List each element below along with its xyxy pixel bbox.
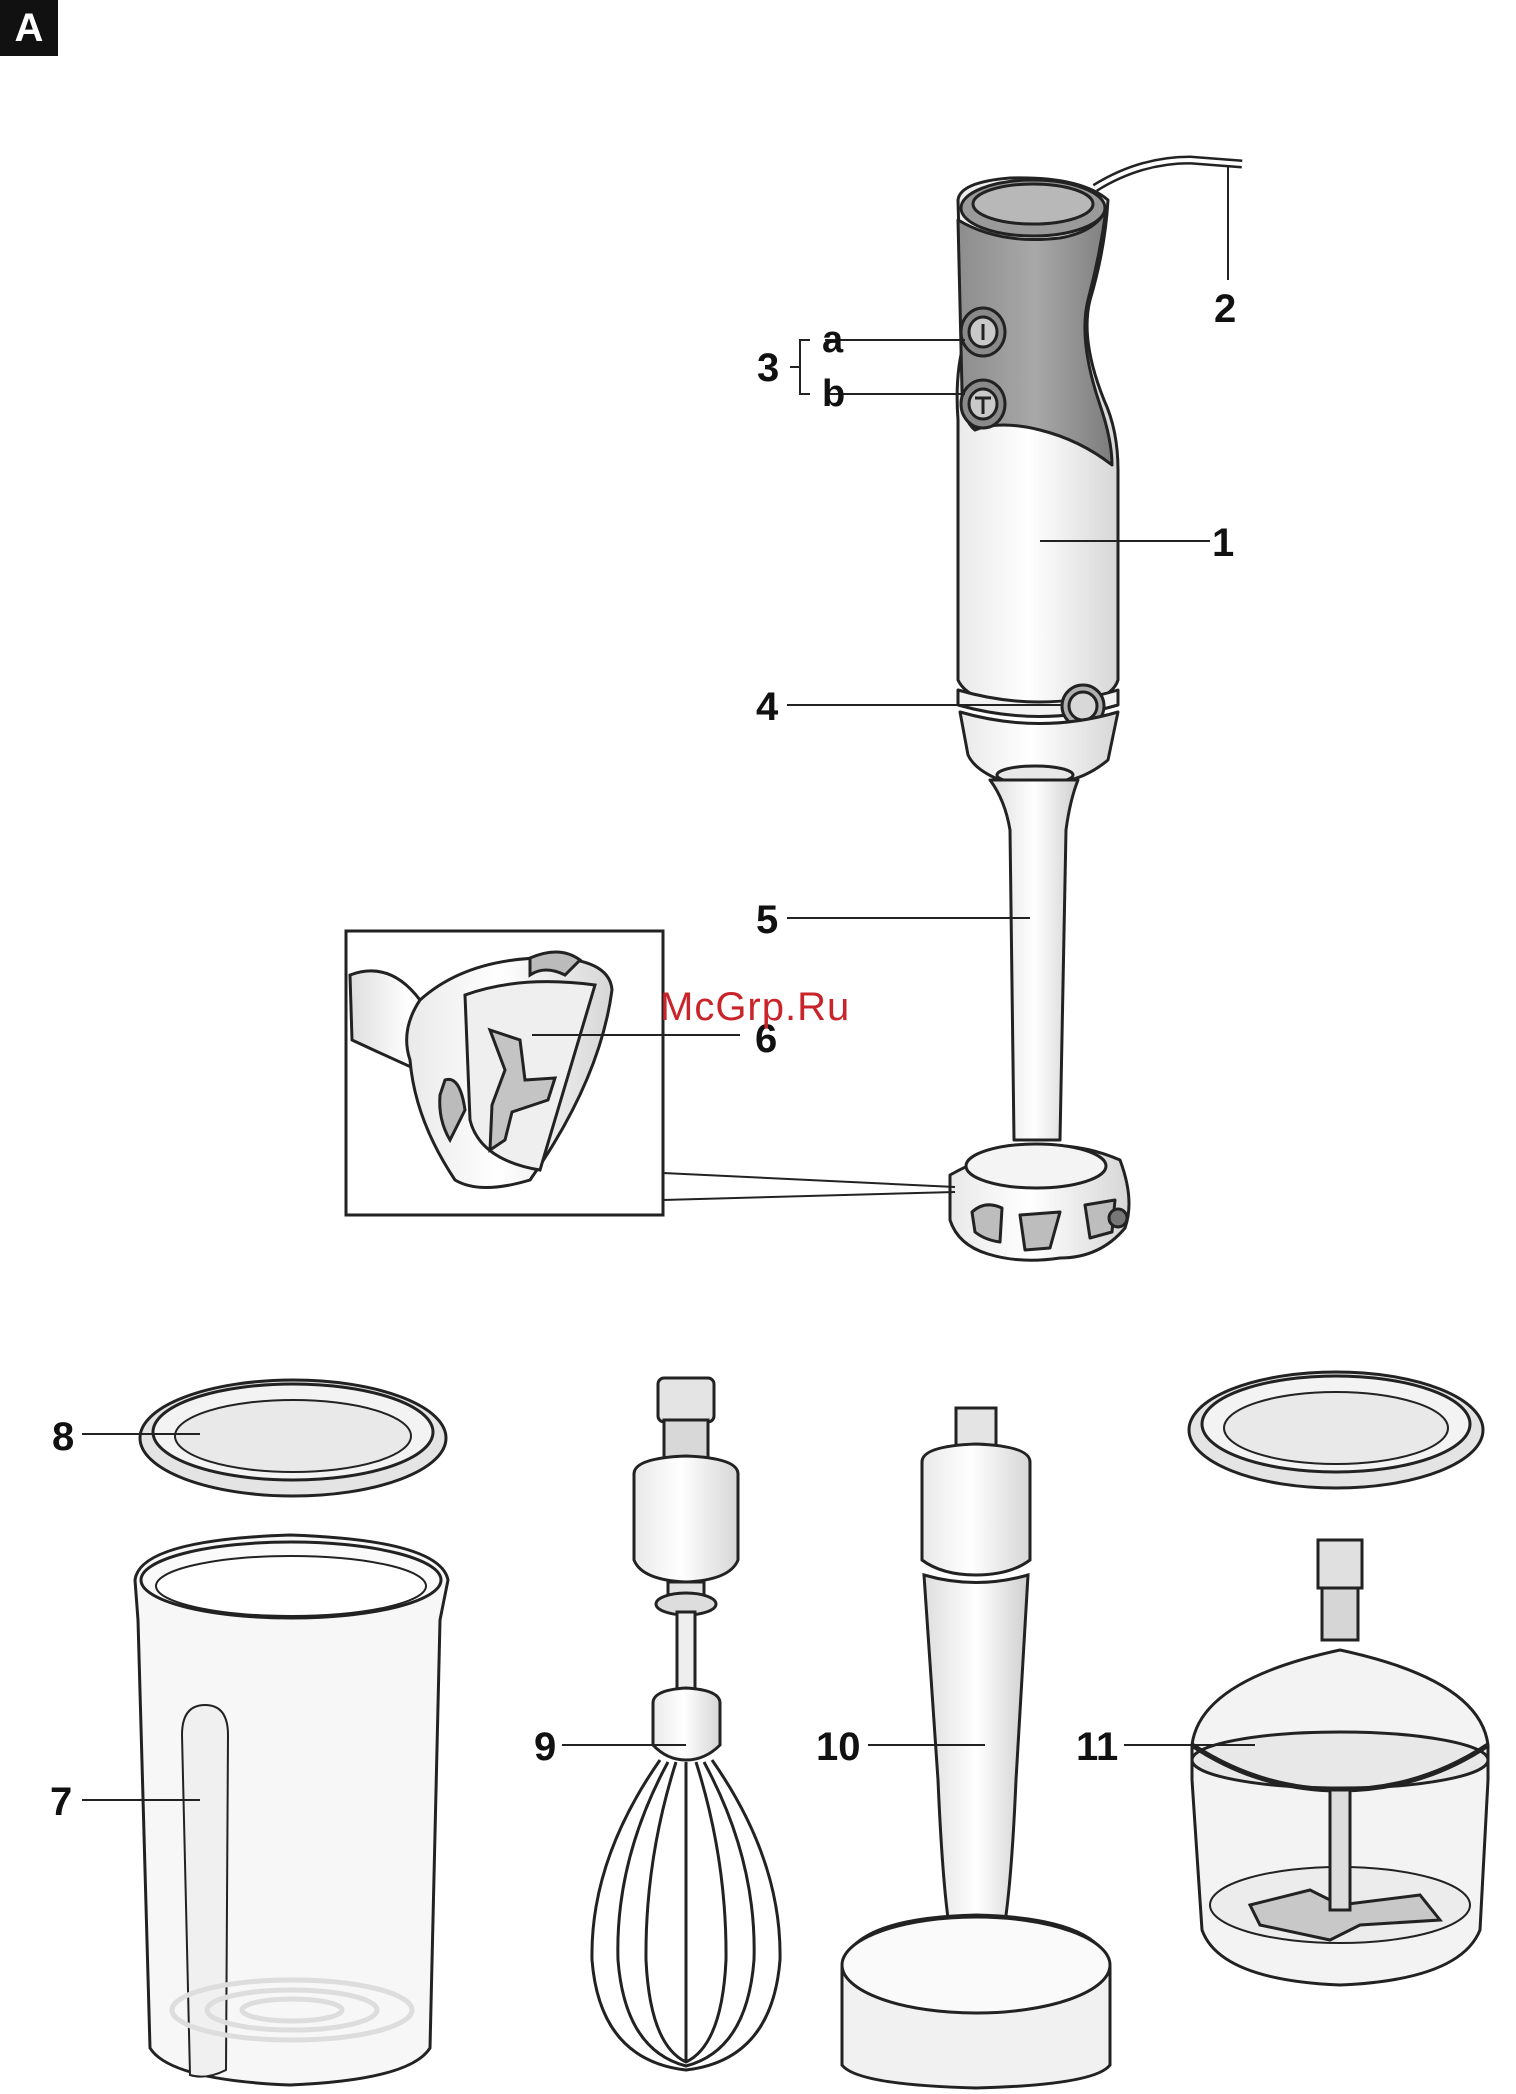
label-3a: a bbox=[822, 319, 844, 361]
potato-masher-attachment bbox=[842, 1408, 1110, 2088]
bracket-3 bbox=[790, 340, 810, 394]
watermark: McGrp.Ru bbox=[660, 985, 850, 1030]
label-9: 9 bbox=[534, 1725, 556, 1769]
label-10: 10 bbox=[816, 1725, 861, 1769]
label-1: 1 bbox=[1212, 521, 1234, 565]
whisk-attachment bbox=[592, 1378, 780, 2070]
label-7: 7 bbox=[50, 1780, 72, 1824]
measuring-beaker-lid bbox=[140, 1380, 446, 1496]
whisk-wires bbox=[592, 1760, 780, 2070]
chopper-bowl bbox=[1192, 1540, 1488, 1985]
label-11: 11 bbox=[1076, 1725, 1118, 1769]
blade-detail-inset bbox=[346, 931, 955, 1215]
chopper-lid bbox=[1189, 1372, 1483, 1488]
hand-blender bbox=[950, 160, 1242, 1260]
label-4: 4 bbox=[756, 685, 779, 729]
label-3: 3 bbox=[757, 346, 779, 390]
label-8: 8 bbox=[52, 1415, 74, 1459]
label-3b: b bbox=[822, 373, 845, 415]
measuring-beaker bbox=[135, 1535, 448, 2085]
inset-pointer-top bbox=[663, 1173, 955, 1187]
label-2: 2 bbox=[1214, 287, 1236, 331]
blender-shaft bbox=[990, 780, 1078, 1140]
label-5: 5 bbox=[756, 898, 778, 942]
inset-pointer-bottom bbox=[663, 1192, 955, 1200]
